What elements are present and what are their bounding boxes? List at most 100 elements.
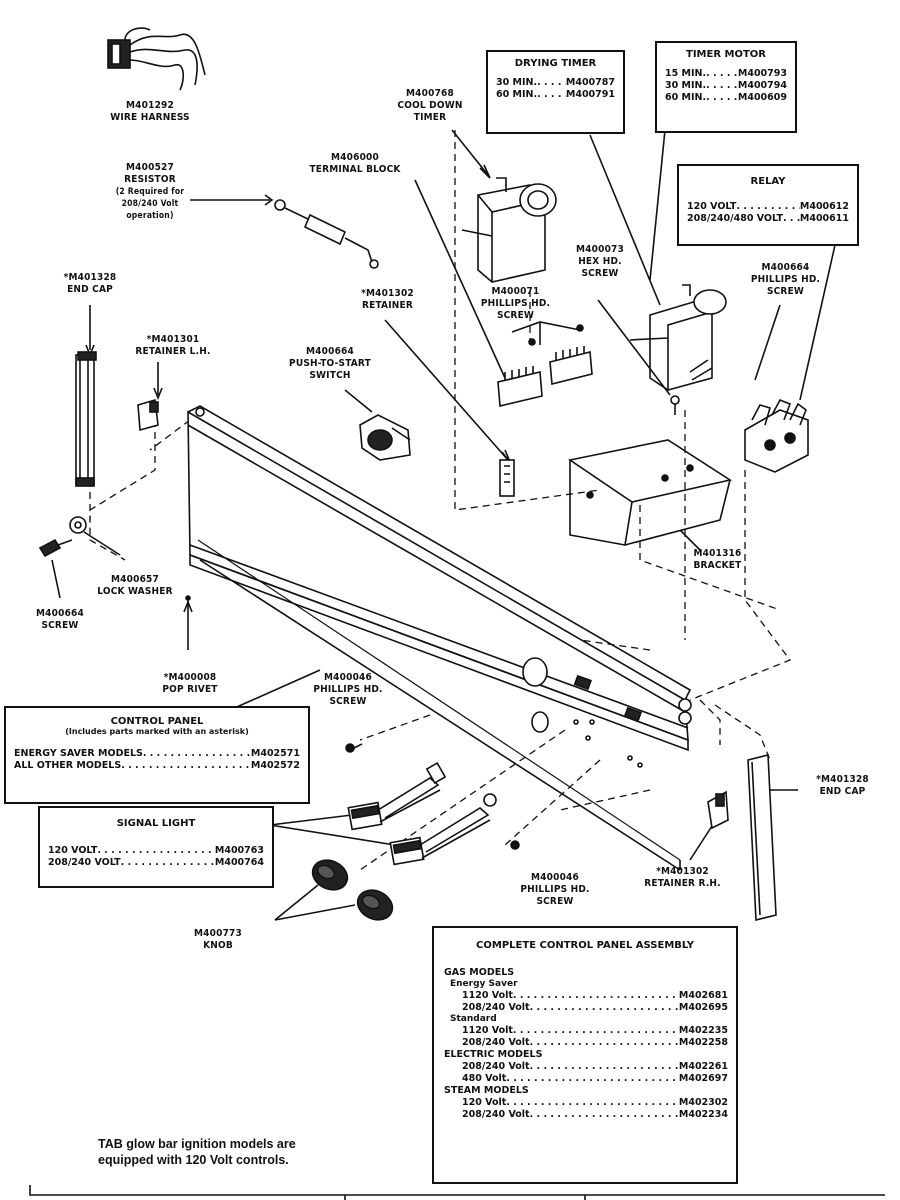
retainer-lh-label: *M401301 RETAINER L.H. [118, 334, 228, 358]
row-part: M400763 [214, 845, 264, 856]
signal-light-title: SIGNAL LIGHT [116, 818, 196, 829]
push-to-start-part: M400664 [306, 346, 354, 357]
row-part: M402261 [678, 1061, 728, 1072]
cool-down-timer-name-2: TIMER [413, 112, 447, 123]
terminal-block-drawing [414, 179, 593, 407]
phillips-screw-relay-part: M400664 [761, 262, 810, 273]
signal-light-drawing [269, 761, 497, 866]
relay-row: 208/240/480 VOLTM400611 [679, 213, 857, 225]
pop-rivet-name: POP RIVET [162, 684, 218, 695]
cool-down-timer-drawing [451, 129, 557, 283]
timer-motor-box: TIMER MOTOR 15 MIN.M400793 30 MIN.M40079… [655, 41, 797, 133]
cool-down-timer-label: M400768 COOL DOWN TIMER [385, 88, 475, 124]
wire-harness-label: M401292 WIRE HARNESS [95, 100, 205, 124]
row-name: 208/240 Volt [462, 1061, 530, 1072]
retainer-label: *M401302 RETAINER [345, 288, 430, 312]
hex-screw-name-2: SCREW [581, 268, 619, 279]
terminal-block-name: TERMINAL BLOCK [309, 164, 401, 175]
phillips-screw-top-name-1: PHILLIPS HD. [480, 298, 551, 309]
phillips-screw-mid-name-1: PHILLIPS HD. [313, 684, 383, 695]
hex-screw-label: M400073 HEX HD. SCREW [560, 244, 640, 280]
end-cap-right-label: *M401328 END CAP [800, 774, 885, 798]
signal-light-row: 120 VOLTM400763 [40, 845, 272, 857]
steam-models-heading: STEAM MODELS [444, 1085, 529, 1096]
assembly-title: COMPLETE CONTROL PANEL ASSEMBLY [476, 940, 694, 951]
assembly-row: 480 VoltM402697 [434, 1073, 736, 1085]
row-part: M400764 [214, 857, 264, 868]
pop-rivet-label: *M400008 POP RIVET [140, 672, 240, 696]
standard-heading: Standard [450, 1014, 497, 1024]
complete-assembly-box: COMPLETE CONTROL PANEL ASSEMBLY GAS MODE… [432, 926, 738, 1184]
resistor-drawing [190, 194, 379, 269]
energy-saver-heading: Energy Saver [450, 979, 518, 989]
assembly-row: 208/240 Volt M402261 [434, 1061, 736, 1073]
knob-part: M400773 [194, 928, 242, 939]
hex-screw-drawing [597, 299, 680, 415]
row-part: M402681 [678, 990, 728, 1001]
row-part: M400791 [565, 89, 615, 100]
terminal-block-part: M406000 [331, 152, 379, 163]
row-part: M400793 [737, 68, 787, 79]
row-name: 208/240 Volt [462, 1109, 530, 1120]
drying-timer-row: 30 MIN. M400787 [488, 77, 623, 89]
retainer-rh-part: *M401302 [656, 866, 709, 877]
retainer-rh-label: *M401302 RETAINER R.H. [625, 866, 740, 890]
phillips-screw-low-name-2: SCREW [536, 896, 574, 907]
lock-washer-label: M400657 LOCK WASHER [80, 574, 190, 598]
row-name: 120 VOLT [687, 201, 737, 212]
row-part: M400787 [565, 77, 615, 88]
end-cap-right-part: *M401328 [816, 774, 869, 785]
phillips-screw-low-part: M400046 [531, 872, 579, 883]
phillips-screw-mid-label: M400046 PHILLIPS HD. SCREW [298, 672, 398, 708]
screw-left-name: SCREW [41, 620, 79, 631]
end-cap-left-label: *M401328 END CAP [50, 272, 130, 296]
pop-rivet-drawing [183, 595, 193, 650]
assembly-row: 208/240 VoltM402695 [434, 1002, 736, 1014]
resistor-note-3: operation) [126, 211, 174, 221]
knob-label: M400773 KNOB [178, 928, 258, 952]
row-part: M402572 [250, 760, 300, 771]
row-part: M402697 [678, 1073, 728, 1084]
bracket-name: BRACKET [693, 560, 742, 571]
screw-left-part: M400664 [36, 608, 84, 619]
glow-bar-note: TAB glow bar ignition models are equippe… [98, 1136, 296, 1168]
signal-light-row: 208/240 VOLT M400764 [40, 857, 272, 869]
cool-down-timer-part: M400768 [406, 88, 454, 99]
bottom-frame-lines [29, 1185, 885, 1200]
retainer-lh-name: RETAINER L.H. [135, 346, 211, 357]
row-name: 208/240/480 VOLT [687, 213, 783, 224]
control-panel-subtitle: (Includes parts marked with an asterisk) [65, 727, 249, 736]
row-name: 1120 Volt [462, 1025, 513, 1036]
phillips-screw-low-drawing [510, 840, 520, 850]
retainer-rh-drawing [689, 790, 729, 861]
row-part: M400609 [737, 92, 787, 103]
drying-timer-row: 60 MIN.M400791 [488, 89, 623, 101]
control-panel-row: ALL OTHER MODELS M402572 [6, 760, 308, 772]
hex-screw-name-1: HEX HD. [578, 256, 622, 267]
timer-motor-row: 60 MIN.M400609 [657, 92, 795, 104]
row-part: M400612 [799, 201, 849, 212]
row-name: 30 MIN. [496, 77, 538, 88]
row-name: 208/240 VOLT [48, 857, 121, 868]
timer-motor-row: 15 MIN.M400793 [657, 68, 795, 80]
timer-motor-row: 30 MIN.M400794 [657, 80, 795, 92]
phillips-screw-top-part: M400071 [491, 286, 540, 297]
resistor-note-2: 208/240 Volt [121, 199, 179, 209]
cool-down-timer-name-1: COOL DOWN [397, 100, 463, 111]
row-name: 1120 Volt [462, 990, 513, 1001]
row-name: ALL OTHER MODELS [14, 760, 122, 771]
drying-timer-box: DRYING TIMER 30 MIN.M400787 60 MIN.M4007… [486, 50, 625, 134]
phillips-screw-low-name-1: PHILLIPS HD. [520, 884, 590, 895]
screw-left-drawing [38, 538, 73, 599]
relay-row: 120 VOLT M400612 [679, 201, 857, 213]
terminal-block-label: M406000 TERMINAL BLOCK [290, 152, 420, 176]
phillips-screw-mid-part: M400046 [324, 672, 372, 683]
control-panel-body-drawing [187, 405, 692, 871]
row-name: ENERGY SAVER MODELS [14, 748, 143, 759]
control-panel-leader [229, 669, 321, 711]
row-name: 208/240 Volt [462, 1002, 530, 1013]
push-to-start-name-1: PUSH-TO-START [289, 358, 371, 369]
bracket-part: M401316 [693, 548, 742, 559]
knob-drawing [274, 859, 394, 921]
